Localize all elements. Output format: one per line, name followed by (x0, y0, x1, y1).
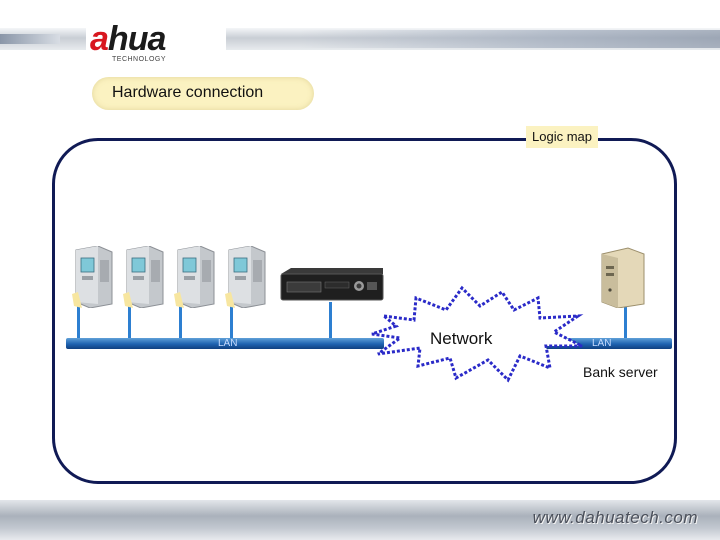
section-title-pill: Hardware connection (92, 77, 314, 110)
lan-label-left: LAN (218, 338, 238, 349)
footer-url: www.dahuatech.com (532, 508, 698, 527)
section-title: Hardware connection (112, 84, 264, 101)
server-drop-line (624, 306, 627, 340)
lan-label-right: LAN (592, 338, 612, 349)
atm-drop-line (77, 306, 80, 340)
logo-wordmark: ahua (90, 20, 166, 59)
logic-map-frame (52, 138, 677, 484)
dahua-logo: ahua TECHNOLOGY (86, 18, 226, 66)
atm-drop-line (179, 306, 182, 340)
footer-band (0, 500, 720, 540)
atm-icon (123, 246, 164, 308)
network-cloud-icon (371, 285, 584, 383)
lan-segment-left (66, 338, 384, 349)
atm-icon (174, 246, 215, 308)
bank-server-label: Bank server (583, 364, 658, 380)
atm-drop-line (128, 306, 131, 340)
dvr-icon (280, 268, 384, 301)
logic-map-label: Logic map (526, 126, 598, 148)
atm-icon (225, 246, 266, 308)
logo-accent-letter: a (90, 20, 109, 58)
logo-rest: hua (107, 20, 166, 58)
logo-tagline: TECHNOLOGY (112, 56, 167, 63)
atm-icon (72, 246, 113, 308)
server-icon (601, 247, 645, 308)
dvr-drop-line (329, 302, 332, 340)
lan-segment-right (534, 338, 672, 349)
atm-drop-line (230, 306, 233, 340)
network-label: Network (430, 329, 493, 348)
